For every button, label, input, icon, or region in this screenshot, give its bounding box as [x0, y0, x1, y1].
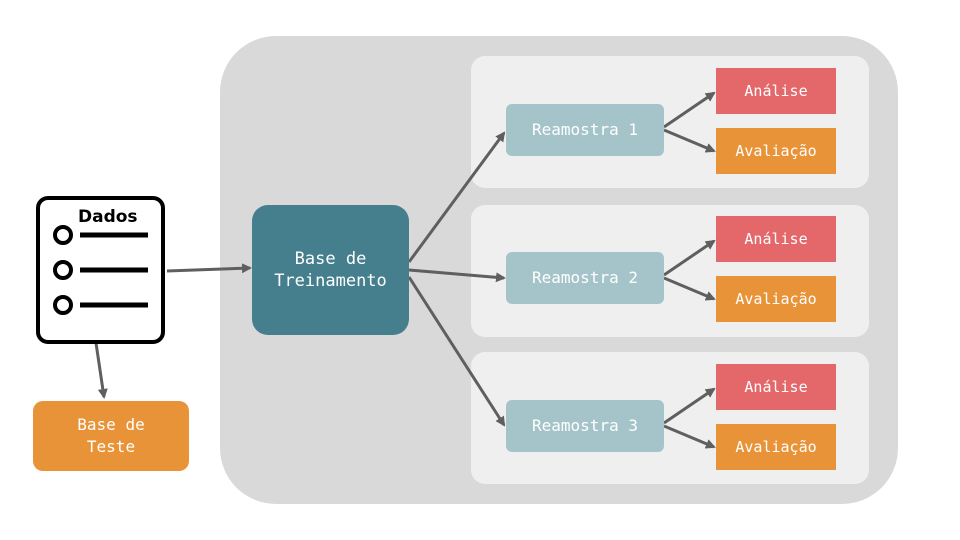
arrow-data-to-training [166, 263, 252, 274]
resample-2-node: Reamostra 2 [506, 252, 664, 304]
resample-2-analysis: Análise [716, 216, 836, 262]
arrow-resample-3-to-evaluation [663, 424, 716, 449]
arrow-resample-2-to-evaluation [663, 276, 716, 301]
arrow-training-to-resample-1 [407, 131, 506, 263]
arrow-resample-1-to-evaluation [663, 128, 716, 153]
resample-3-evaluation: Avaliação [716, 424, 836, 470]
arrow-resample-3-to-analysis [663, 387, 716, 425]
arrow-training-to-resample-3 [407, 276, 506, 427]
arrow-data-to-test [94, 342, 108, 399]
resample-1-evaluation: Avaliação [716, 128, 836, 174]
resample-1-analysis: Análise [716, 68, 836, 114]
test-set-node: Base de Teste [33, 401, 189, 471]
resample-1-node: Reamostra 1 [506, 104, 664, 156]
data-title: Dados [78, 207, 138, 227]
document-list-icon [36, 196, 165, 344]
resample-3-node: Reamostra 3 [506, 400, 664, 452]
arrow-resample-1-to-analysis [663, 91, 716, 129]
training-set-node: Base de Treinamento [252, 205, 409, 335]
arrow-resample-2-to-analysis [663, 239, 716, 277]
resample-3-analysis: Análise [716, 364, 836, 410]
resample-2-evaluation: Avaliação [716, 276, 836, 322]
arrow-training-to-resample-2 [408, 268, 506, 283]
